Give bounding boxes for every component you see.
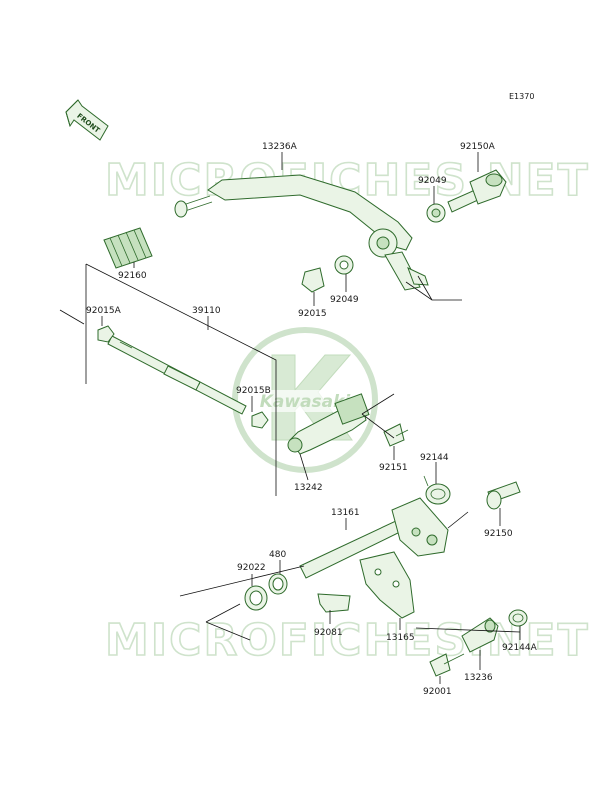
label-92081: 92081: [314, 628, 343, 638]
label-13236: 13236: [464, 673, 493, 683]
label-92049-upper: 92049: [418, 176, 447, 186]
front-arrow-icon: FRONT: [65, 99, 109, 141]
part-pedal-rubber: [103, 227, 153, 269]
part-spring-92081: [317, 593, 351, 613]
label-13161: 13161: [331, 508, 360, 518]
leader-lines: [59, 152, 521, 684]
part-bolt-92151: [383, 423, 409, 447]
label-92022: 92022: [237, 563, 266, 573]
label-92144: 92144: [420, 453, 449, 463]
part-nut-b: [251, 411, 269, 429]
part-spring-92144A: [508, 609, 528, 627]
part-pivot-bolt-lower: [486, 481, 521, 510]
part-pivot-bolt-upper: [447, 169, 507, 213]
part-shift-shaft: [299, 497, 449, 579]
part-spring-92144: [423, 475, 451, 505]
label-92001: 92001: [423, 687, 452, 697]
part-labels: 13236A 92150A 92049 92160 92015 92049 92…: [86, 142, 538, 697]
watermark-brand: Kawasaki: [260, 392, 352, 412]
part-shift-pedal: [174, 174, 429, 291]
label-92015B: 92015B: [236, 386, 271, 396]
part-tie-rod: [107, 335, 247, 415]
label-13236A: 13236A: [262, 142, 298, 152]
part-shift-lever: [287, 393, 370, 455]
part-nut-a: [97, 325, 115, 343]
watermark-text-bottom: MICROFICHES.NET: [105, 615, 590, 666]
label-39110: 39110: [192, 306, 221, 316]
label-480: 480: [269, 550, 286, 560]
label-92160: 92160: [118, 271, 147, 281]
label-92150: 92150: [484, 529, 513, 539]
part-bolt-92001: [429, 653, 465, 677]
part-plate: [359, 551, 415, 619]
label-13165: 13165: [386, 633, 415, 643]
label-92144A: 92144A: [502, 643, 538, 653]
part-cap: [301, 267, 325, 293]
part-arm-13236: [461, 617, 499, 653]
label-92015: 92015: [298, 309, 327, 319]
label-13242: 13242: [294, 483, 323, 493]
label-92049-lower: 92049: [330, 295, 359, 305]
label-92015A: 92015A: [86, 306, 122, 316]
diagram-code: E1370: [509, 92, 534, 101]
label-92150A: 92150A: [460, 142, 496, 152]
label-92151: 92151: [379, 463, 408, 473]
